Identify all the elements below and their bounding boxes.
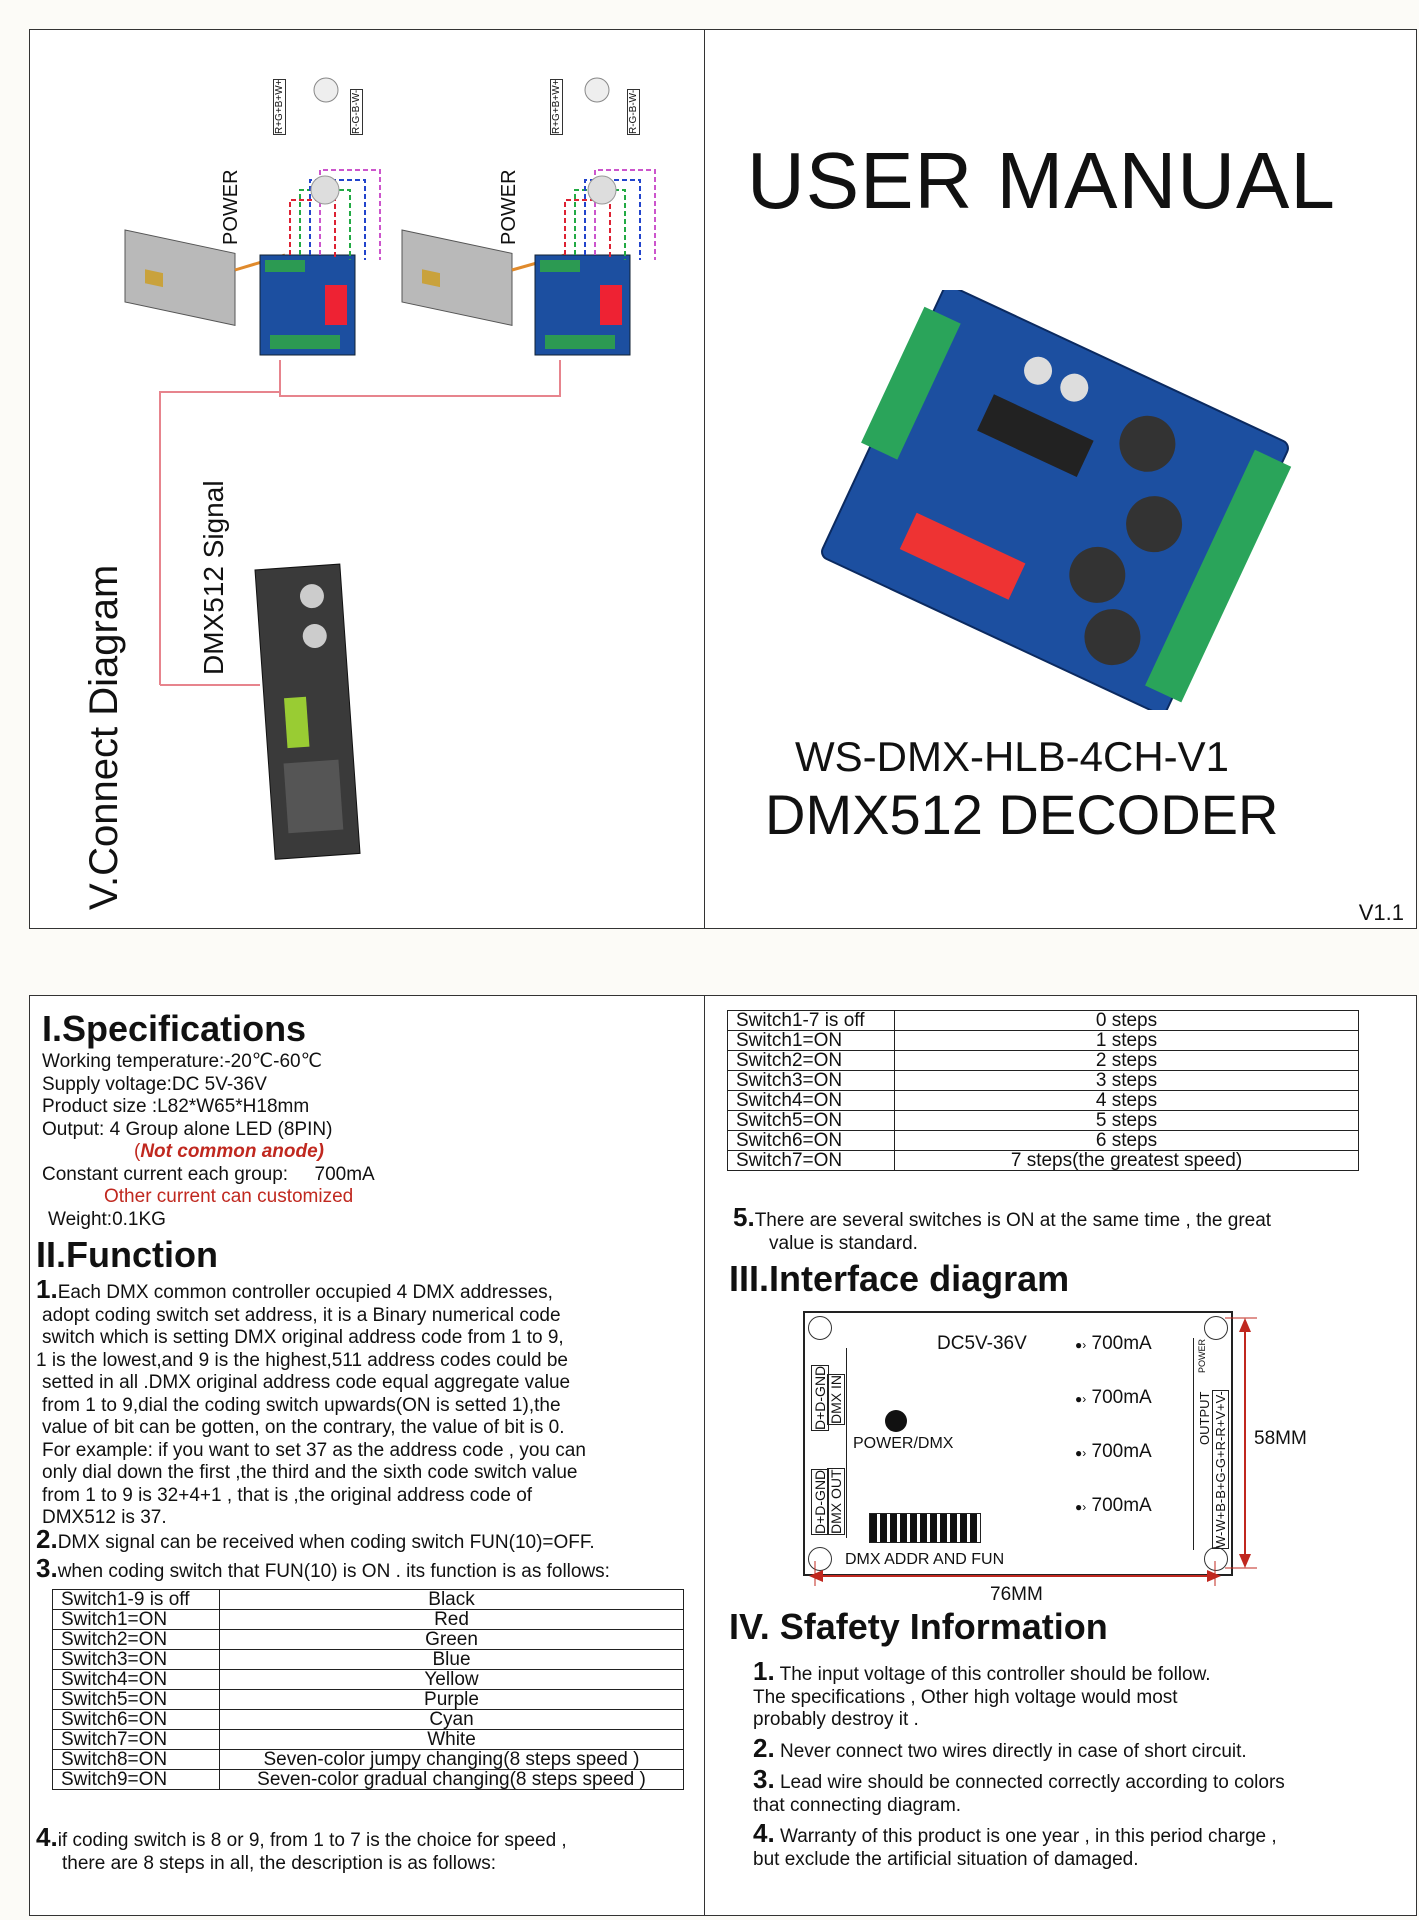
mount-hole <box>808 1547 832 1571</box>
cover-title: USER MANUAL <box>747 136 1336 225</box>
output-terminal <box>1193 1338 1228 1550</box>
output-current-2: ●› 700mA <box>1075 1387 1152 1408</box>
mount-hole <box>1204 1316 1228 1340</box>
cover-product: DMX512 DECODER <box>765 783 1279 846</box>
cover-panel: USER MANUAL WS-DMX-HLB-4CH-V1 DMX512 DEC… <box>704 29 1417 929</box>
height-dimension: 58MM <box>1254 1428 1307 1449</box>
mount-hole <box>1204 1547 1228 1571</box>
specs-heading: I.Specifications <box>42 1008 307 1049</box>
specs-function-panel: I.Specifications Working temperature:-20… <box>29 995 706 1916</box>
connect-diagram-heading: V.Connect Diagram <box>82 564 126 910</box>
output-current-1: ●› 700mA <box>1075 1333 1152 1354</box>
weight: Weight:0.1KG <box>48 1208 166 1230</box>
dmx-signal-label: DMX512 Signal <box>198 480 229 675</box>
spec-line: Working temperature:-20℃-60℃ <box>42 1051 322 1072</box>
connect-diagram-illustration <box>124 77 656 860</box>
function-p5: 5.There are several switches is ON at th… <box>733 1202 1272 1254</box>
connect-diagram-panel: V.Connect Diagram DMX512 Signal POWER PO… <box>29 29 706 929</box>
power-supply-2 <box>401 229 513 326</box>
led-icon: ●› <box>1075 1500 1087 1514</box>
list-item: 3. Lead wire should be connected correct… <box>753 1764 1285 1816</box>
power-dmx-label: POWER/DMX <box>853 1435 954 1452</box>
spec-line: Product size :L82*W65*H18mm <box>42 1096 310 1117</box>
led-icon: ●› <box>1075 1338 1087 1352</box>
function-heading: II.Function <box>36 1234 218 1275</box>
rgbw-minus-label-2: R-G-B-W- <box>627 88 640 135</box>
power-dmx-led <box>885 1410 907 1432</box>
power-label-2: POWER <box>498 169 520 245</box>
list-item: 4. Warranty of this product is one year … <box>753 1818 1277 1870</box>
rgbw-plus-label-1: R+G+B+W+ <box>273 78 286 135</box>
addr-fun-label: DMX ADDR AND FUN <box>845 1551 1005 1568</box>
voltage-label: DC5V-36V <box>937 1333 1027 1354</box>
interface-heading: III.Interface diagram <box>729 1258 1070 1299</box>
decoder-board-1 <box>259 254 356 356</box>
led-icon: ●› <box>1075 1392 1087 1406</box>
rgbw-minus-label-1: R-G-B-W- <box>350 88 363 135</box>
safety-heading: IV. Sfafety Information <box>729 1606 1108 1647</box>
decoder-board-2 <box>534 254 631 356</box>
output-current-4: ●› 700mA <box>1075 1495 1152 1516</box>
spec-line: Output: 4 Group alone LED (8PIN) <box>42 1118 333 1140</box>
function-p2: 2.DMX signal can be received when coding… <box>36 1524 595 1554</box>
safety-list: 1. The input voltage of this controller … <box>753 1656 1413 1871</box>
other-current: Other current can customized <box>104 1186 354 1207</box>
constant-current: Constant current each group: 700mA <box>42 1163 375 1185</box>
function-p4: 4.if coding switch is 8 or 9, from 1 to … <box>36 1822 567 1874</box>
output-current-3: ●› 700mA <box>1075 1441 1152 1462</box>
specs-body: Working temperature:-20℃-60℃ Supply volt… <box>42 1051 375 1231</box>
not-common-anode: (Not common anode) <box>134 1141 324 1162</box>
cover-model: WS-DMX-HLB-4CH-V1 <box>795 733 1230 780</box>
decoder-board-photo <box>821 290 1292 710</box>
dmx-connector <box>808 1348 847 1538</box>
function-p3: 3.when coding switch that FUN(10) is ON … <box>36 1553 610 1583</box>
list-item: 1. The input voltage of this controller … <box>753 1656 1211 1730</box>
power-supply-1 <box>124 229 236 326</box>
dimension-arrows <box>809 1317 1257 1586</box>
dip-switch <box>869 1513 981 1543</box>
mount-hole <box>808 1316 832 1340</box>
spec-line: Supply voltage:DC 5V-36V <box>42 1073 267 1095</box>
dmx-console <box>254 563 361 860</box>
power-label-1: POWER <box>220 169 242 245</box>
cover-version: V1.1 <box>1358 900 1404 925</box>
list-item: 2. Never connect two wires directly in c… <box>753 1732 1247 1763</box>
function-p1: 1.Each DMX common controller occupied 4 … <box>36 1274 586 1528</box>
led-icon: ●› <box>1075 1446 1087 1460</box>
rgbw-plus-label-2: R+G+B+W+ <box>550 78 563 135</box>
width-dimension: 76MM <box>990 1584 1043 1605</box>
